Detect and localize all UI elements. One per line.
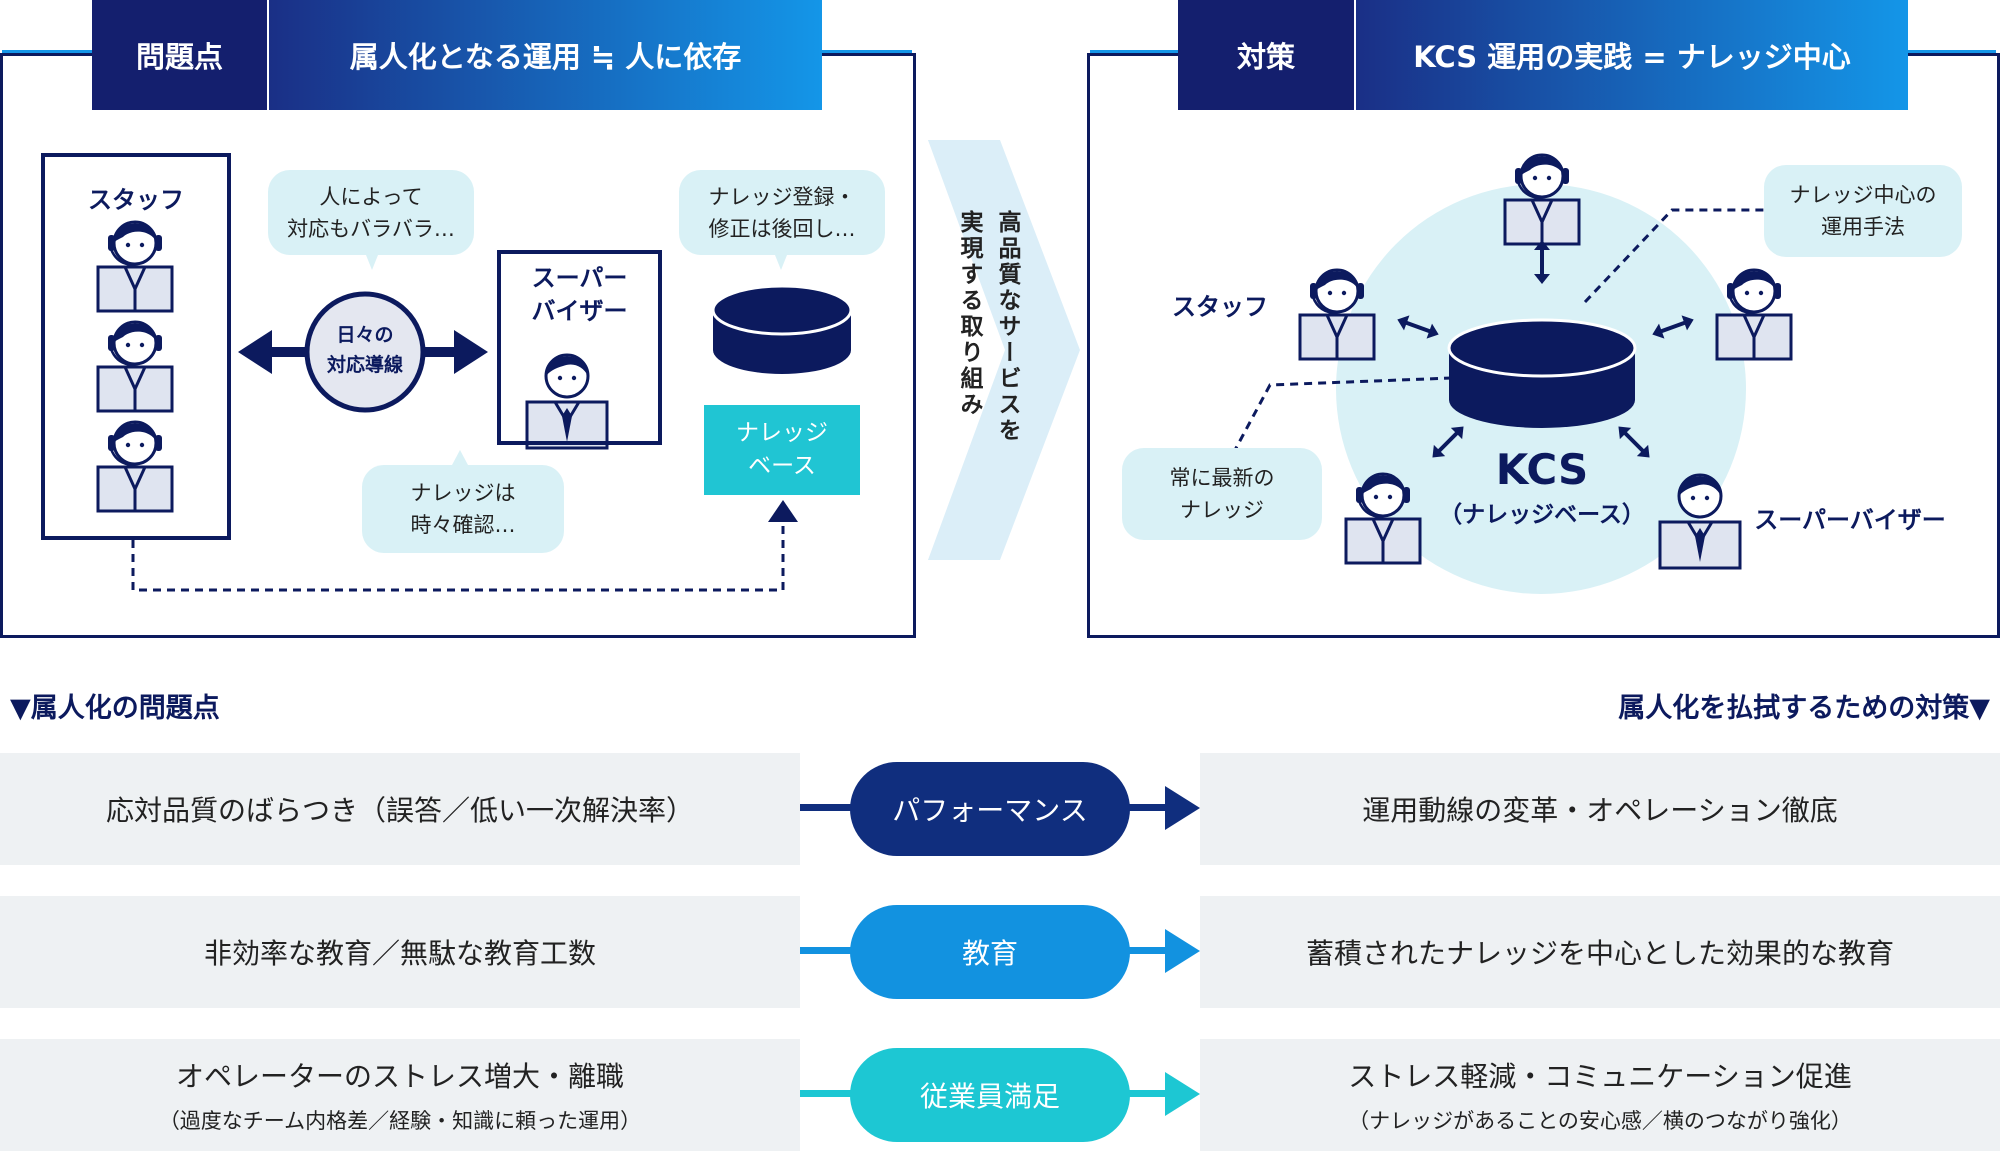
- bubble-text-line: ナレッジ: [1180, 498, 1264, 522]
- solution-box: 運用動線の変革・オペレーション徹底: [1200, 753, 2000, 865]
- problem-box: 応対品質のばらつき（誤答／低い一次解決率）: [0, 753, 800, 865]
- solution-subtext: （ナレッジがあることの安心感／横のつながり強化）: [1348, 1109, 1852, 1133]
- bubble-text-line: 時々確認…: [410, 513, 516, 537]
- category-pill: パフォーマンス: [850, 762, 1130, 856]
- solution-text: 蓄積されたナレッジを中心とした効果的な教育: [1305, 937, 1894, 970]
- category-pill: 従業員満足: [850, 1048, 1130, 1142]
- bubble-text-line: 運用手法: [1821, 215, 1905, 239]
- hub-text-line: 対応導線: [326, 354, 403, 376]
- supervisor-label-line: スーパー: [531, 264, 628, 292]
- middle-text-line: 高品質なサービスを: [994, 210, 1020, 444]
- operator-icon: [100, 420, 170, 510]
- solution-panel: [1087, 53, 2000, 638]
- problem-box: 非効率な教育／無駄な教育工数: [0, 896, 800, 1008]
- middle-arrow-text: 高品質なサービスを 実現する取り組み: [950, 210, 1026, 520]
- database-disk-icon: [711, 284, 853, 374]
- bubble-text-line: 対応もバラバラ…: [287, 216, 455, 241]
- solution-box: ストレス軽減・コミュニケーション促進 （ナレッジがあることの安心感／横のつながり…: [1200, 1039, 2000, 1151]
- operator-icon: [100, 320, 170, 410]
- problem-tag: 問題点: [92, 0, 269, 110]
- kcs-title: KCS: [1495, 445, 1589, 494]
- bubble-text-line: ナレッジは: [410, 481, 516, 505]
- supervisor-label: スーパー バイザー: [497, 262, 662, 328]
- problem-text: 応対品質のばらつき（誤答／低い一次解決率）: [105, 794, 694, 827]
- bubble-check-sometimes: ナレッジは 時々確認…: [362, 465, 564, 553]
- solution-text: 運用動線の変革・オペレーション徹底: [1362, 794, 1838, 827]
- staff-label: スタッフ: [88, 186, 184, 214]
- knowledge-base-box: ナレッジ ベース: [704, 405, 860, 495]
- bubble-staff-inconsistent: 人によって 対応もバラバラ…: [268, 170, 474, 255]
- problem-subtext: （過度なチーム内格差／経験・知識に頼った運用）: [158, 1109, 642, 1133]
- solution-title: KCS 運用の実践 = ナレッジ中心: [1356, 0, 1908, 110]
- bubble-knowledge-centered: ナレッジ中心の 運用手法: [1764, 165, 1962, 257]
- bubble-text-line: ナレッジ中心の: [1789, 183, 1937, 207]
- supervisor-tie-icon: [527, 352, 607, 442]
- problem-text: 非効率な教育／無駄な教育工数: [203, 937, 596, 970]
- daily-flow-hub: 日々の 対応導線: [307, 320, 423, 380]
- problem-title: 属人化となる運用 ≒ 人に依存: [269, 0, 822, 110]
- knowledge-base-text-line: ベース: [748, 453, 816, 479]
- solution-tag: 対策: [1178, 0, 1356, 110]
- middle-text-line: 実現する取り組み: [956, 210, 982, 418]
- staff-label-right: スタッフ: [1172, 293, 1268, 321]
- staff-box: [41, 153, 231, 540]
- supervisor-box: [497, 250, 662, 445]
- supervisor-label-right: スーパーバイザー: [1754, 506, 1946, 534]
- bubble-text-line: ナレッジ登録・: [708, 184, 856, 209]
- bubble-text-line: 常に最新の: [1169, 466, 1275, 490]
- solution-header: 対策 KCS 運用の実践 = ナレッジ中心: [1178, 0, 1908, 110]
- bubble-register-later: ナレッジ登録・ 修正は後回し…: [679, 170, 885, 255]
- problem-text: オペレーターのストレス増大・離職: [175, 1060, 624, 1093]
- problem-box: オペレーターのストレス増大・離職 （過度なチーム内格差／経験・知識に頼った運用）: [0, 1039, 800, 1151]
- section-title-problems: ▼属人化の問題点: [10, 693, 220, 724]
- category-pill: 教育: [850, 905, 1130, 999]
- supervisor-label-line: バイザー: [531, 297, 628, 325]
- operator-icon: [100, 220, 170, 310]
- bubble-latest-knowledge: 常に最新の ナレッジ: [1122, 448, 1322, 540]
- bubble-text-line: 人によって: [319, 184, 423, 209]
- database-disk-icon: [1447, 318, 1637, 428]
- hub-text-line: 日々の: [336, 324, 394, 346]
- bubble-text-line: 修正は後回し…: [708, 216, 856, 241]
- solution-box: 蓄積されたナレッジを中心とした効果的な教育: [1200, 896, 2000, 1008]
- section-title-solutions: 属人化を払拭するための対策▼: [1618, 693, 1990, 724]
- solution-text: ストレス軽減・コミュニケーション促進: [1348, 1060, 1852, 1093]
- knowledge-base-text-line: ナレッジ: [736, 420, 828, 446]
- problem-header: 問題点 属人化となる運用 ≒ 人に依存: [92, 0, 822, 110]
- kcs-subtitle: （ナレッジベース）: [1439, 502, 1645, 528]
